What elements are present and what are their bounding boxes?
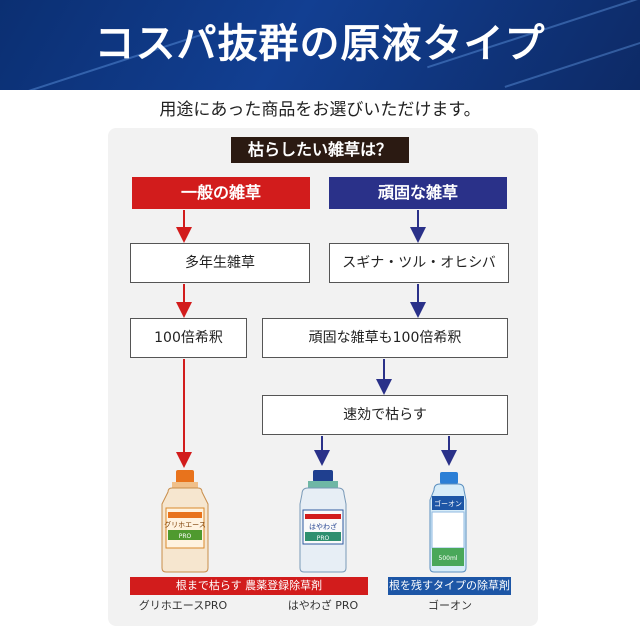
product-name-2: はやわざ PRO — [287, 599, 359, 612]
stubborn-dilution-box: 頑固な雑草も100倍希釈 — [262, 318, 508, 358]
product-1-brand: グリホエース — [164, 520, 206, 529]
product-3-sub: 500ml — [439, 555, 458, 562]
product-bottle-hayawaza: はやわざ PRO — [299, 470, 347, 573]
product-name-3: ゴーオン — [428, 599, 472, 612]
product-bottle-glyphoace: グリホエース PRO — [161, 470, 209, 573]
product-name-1: グリホエースPRO — [138, 599, 228, 612]
header-banner: コスパ抜群の原液タイプ — [0, 0, 640, 90]
stubborn-weed-types-box: スギナ・ツル・オヒシバ — [329, 243, 509, 283]
product-1-sub: PRO — [179, 533, 192, 540]
product-3-brand: ゴーオン — [434, 499, 462, 508]
red-category-label: 根まで枯らす 農薬登録除草剤 — [130, 577, 368, 595]
product-2-sub: PRO — [317, 535, 330, 542]
product-2-brand: はやわざ — [309, 522, 337, 531]
banner-title: コスパ抜群の原液タイプ — [94, 21, 546, 67]
general-dilution-box: 100倍希釈 — [130, 318, 247, 358]
question-label: 枯らしたい雑草は？ — [231, 137, 409, 163]
subtitle: 用途にあった商品をお選びいただけます。 — [159, 100, 481, 120]
general-weeds-header: 一般の雑草 — [132, 177, 310, 209]
product-bottle-goon: ゴーオン 500ml — [429, 472, 467, 573]
perennial-weeds-box: 多年生雑草 — [130, 243, 310, 283]
fast-acting-box: 速効で枯らす — [262, 395, 508, 435]
blue-category-label: 根を残すタイプの除草剤 — [388, 577, 511, 595]
stubborn-weeds-header: 頑固な雑草 — [329, 177, 507, 209]
